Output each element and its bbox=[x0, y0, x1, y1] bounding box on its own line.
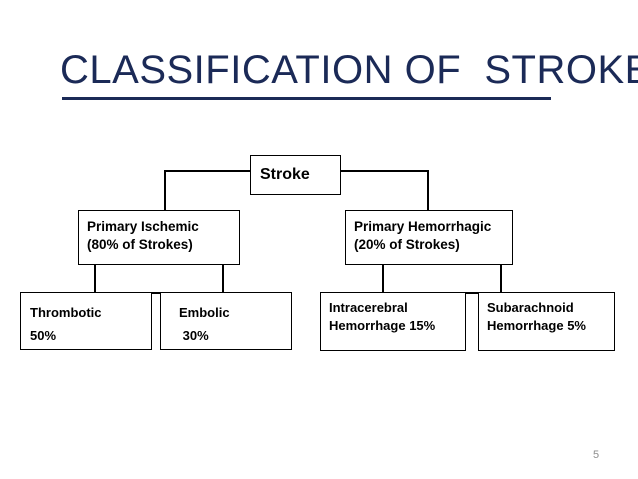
node-subarachnoid-hemorrhage-line-2: Hemorrhage 5% bbox=[487, 318, 586, 333]
page-number: 5 bbox=[592, 449, 600, 461]
connector-stroke-to-hemorrhagic-horizontal bbox=[340, 170, 428, 172]
connector-stroke-to-hemorrhagic-vertical bbox=[427, 170, 429, 211]
page-title: CLASSIFICATION OF STROKE bbox=[60, 48, 638, 92]
node-thrombotic: Thrombotic 50% bbox=[20, 292, 152, 350]
node-embolic-line-2: 30% bbox=[179, 328, 209, 343]
node-intracerebral-hemorrhage: Intracerebral Hemorrhage 15% bbox=[320, 292, 466, 351]
node-subarachnoid-hemorrhage: Subarachnoid Hemorrhage 5% bbox=[478, 292, 615, 351]
node-intracerebral-hemorrhage-line-1: Intracerebral bbox=[329, 300, 408, 315]
node-thrombotic-line-1: Thrombotic bbox=[30, 305, 102, 320]
node-stroke: Stroke bbox=[250, 155, 341, 195]
node-embolic: Embolic 30% bbox=[160, 292, 292, 350]
connector-ischemic-to-thrombotic-vertical bbox=[94, 265, 96, 293]
node-primary-hemorrhagic-line-1: Primary Hemorrhagic bbox=[354, 219, 492, 234]
node-primary-ischemic-line-2: (80% of Strokes) bbox=[87, 237, 193, 252]
node-intracerebral-hemorrhage-line-2: Hemorrhage 15% bbox=[329, 318, 436, 333]
node-thrombotic-line-2: 50% bbox=[30, 328, 57, 343]
node-stroke-label: Stroke bbox=[260, 166, 310, 183]
node-primary-hemorrhagic-line-2: (20% of Strokes) bbox=[354, 237, 460, 252]
connector-ischemic-children-horizontal bbox=[94, 292, 223, 294]
connector-stroke-to-ischemic-vertical bbox=[164, 170, 166, 211]
connector-stroke-to-ischemic-horizontal bbox=[164, 170, 251, 172]
node-primary-ischemic: Primary Ischemic (80% of Strokes) bbox=[78, 210, 240, 265]
connector-ischemic-to-embolic-vertical bbox=[222, 265, 224, 293]
node-primary-ischemic-line-1: Primary Ischemic bbox=[87, 219, 199, 234]
connector-hemorrhagic-to-subarachnoid-vertical bbox=[500, 265, 502, 293]
node-subarachnoid-hemorrhage-line-1: Subarachnoid bbox=[487, 300, 574, 315]
node-primary-hemorrhagic: Primary Hemorrhagic (20% of Strokes) bbox=[345, 210, 513, 265]
node-embolic-line-1: Embolic bbox=[179, 305, 230, 320]
title-underline bbox=[62, 97, 551, 100]
connector-hemorrhagic-to-intracerebral-vertical bbox=[382, 265, 384, 293]
